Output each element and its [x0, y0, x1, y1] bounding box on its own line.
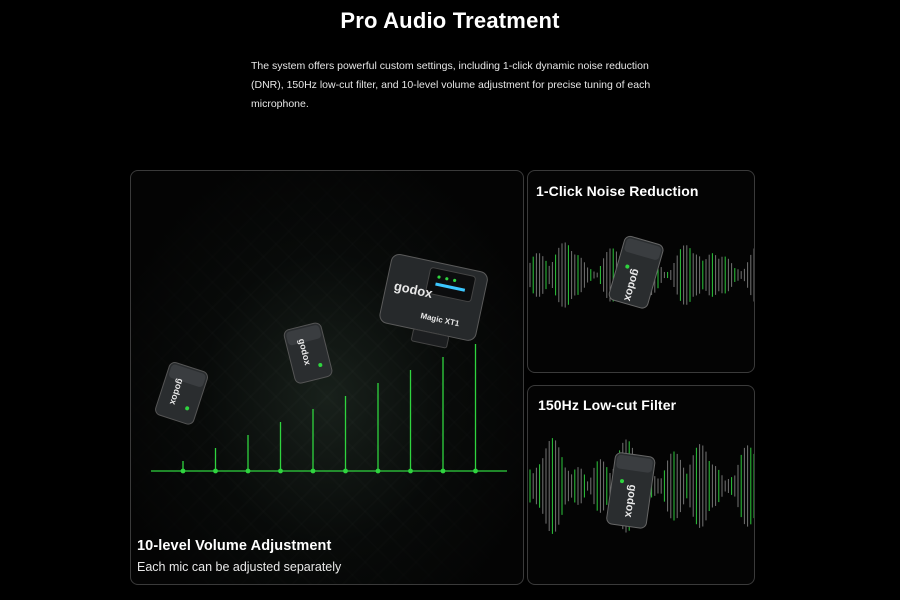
volume-level-dot	[278, 468, 283, 474]
volume-level-dot	[213, 468, 218, 474]
page-title: Pro Audio Treatment	[340, 8, 560, 33]
volume-level-dot	[180, 468, 186, 474]
microphone-transmitter-noise: godox	[608, 235, 664, 309]
microphone-transmitter-lowcut: godox	[606, 452, 656, 529]
volume-card-subtitle: Each mic can be adjusted separately	[137, 560, 342, 574]
volume-level-dot	[343, 468, 348, 474]
volume-level-dot	[473, 468, 478, 474]
receiver-magic-xt1: godox Magic XT1	[379, 253, 488, 349]
lowcut-waveform-illustration: godox	[529, 438, 754, 534]
volume-adjustment-card: godox godox godox Magic XT1 10-level Vol…	[130, 170, 524, 585]
lowcut-card-title: 150Hz Low-cut Filter	[538, 397, 677, 413]
volume-card-title: 10-level Volume Adjustment	[137, 538, 332, 554]
noise-card-title: 1-Click Noise Reduction	[536, 183, 699, 199]
page-description: The system offers powerful custom settin…	[251, 60, 651, 110]
volume-level-dot	[440, 468, 446, 474]
noise-waveform-illustration: godox	[529, 235, 754, 309]
microphone-transmitter-left: godox	[155, 362, 208, 425]
volume-illustration: godox godox godox Magic XT1	[151, 253, 507, 474]
volume-level-dot	[408, 468, 413, 474]
brand-logo: godox	[622, 484, 639, 519]
microphone-transmitter-middle: godox	[283, 322, 333, 384]
volume-level-dot	[245, 468, 251, 474]
volume-level-bars	[180, 344, 478, 474]
volume-level-dot	[310, 468, 316, 474]
low-cut-filter-card: 150Hz Low-cut Filter godox	[527, 385, 755, 585]
noise-reduction-card: 1-Click Noise Reduction godox	[527, 170, 755, 373]
volume-level-dot	[375, 468, 381, 474]
